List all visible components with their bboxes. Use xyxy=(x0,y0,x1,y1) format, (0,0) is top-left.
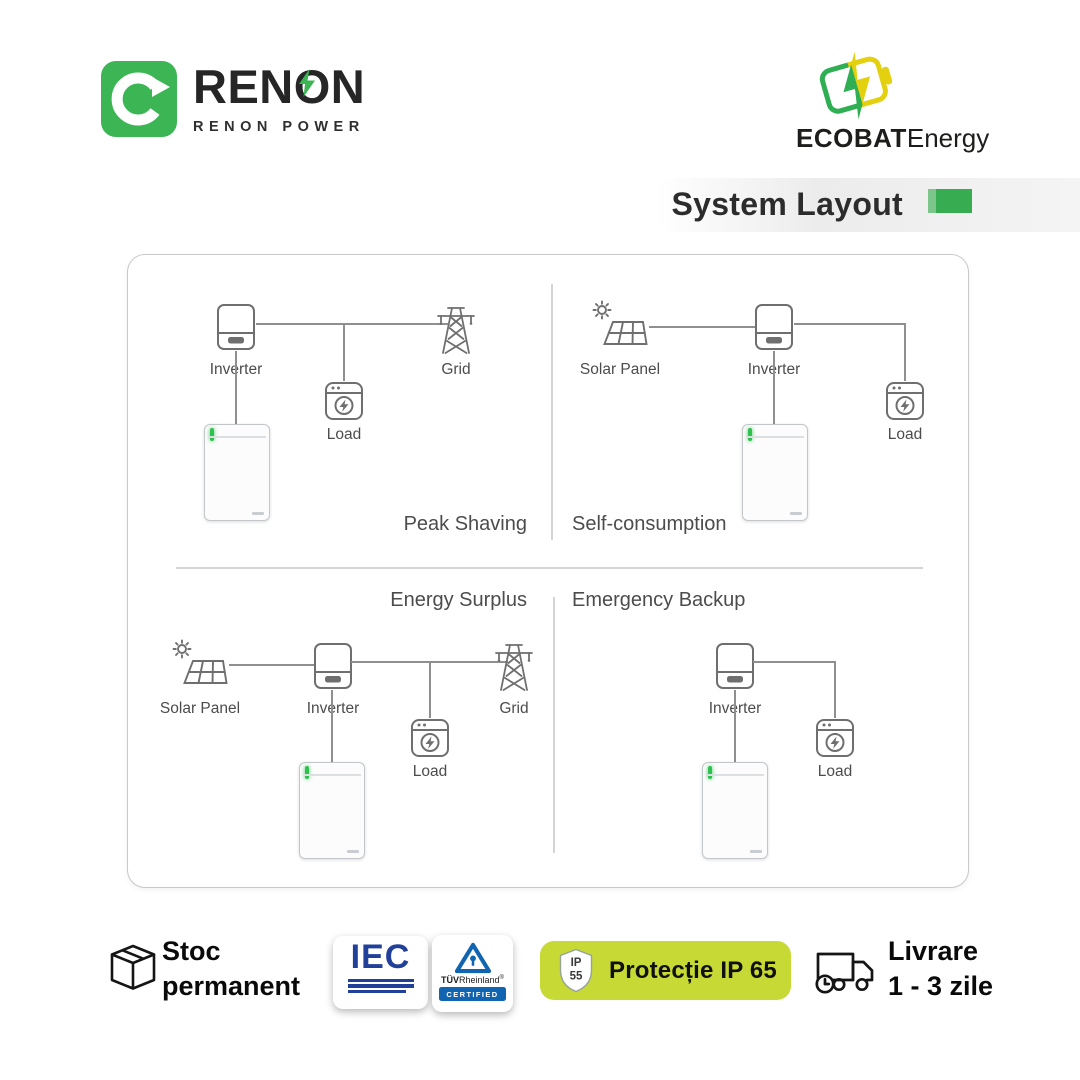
renon-tagline: RENON POWER xyxy=(193,119,365,135)
load-icon xyxy=(816,719,854,757)
connection-line xyxy=(734,690,736,762)
connection-line xyxy=(753,661,835,663)
ecobat-bold-text: ECOBAT xyxy=(796,123,907,153)
node-label-load: Load xyxy=(412,763,448,780)
connection-line xyxy=(343,323,345,381)
divider-horizontal xyxy=(176,567,923,569)
delivery-line2: 1 - 3 zile xyxy=(888,971,994,1001)
quadrant-caption-energy-surplus: Energy Surplus xyxy=(390,589,527,611)
battery-lid-seam xyxy=(208,436,266,438)
grid-tower-icon xyxy=(437,307,475,354)
load-icon xyxy=(411,719,449,757)
node-label-solar: Solar Panel xyxy=(579,361,661,378)
tuv-brand-text: TÜVRheinland® xyxy=(441,975,504,985)
delivery-line1: Livrare xyxy=(888,936,979,966)
page-title: System Layout xyxy=(671,186,903,222)
delivery-badge-text: Livrare 1 - 3 zile xyxy=(888,934,993,1004)
inverter-icon xyxy=(716,643,754,689)
system-layout-panel xyxy=(127,254,969,888)
battery-lid-seam xyxy=(746,436,804,438)
battery-unit xyxy=(702,762,768,859)
iec-logo-bars xyxy=(347,976,414,994)
quadrant-caption-emergency-backup: Emergency Backup xyxy=(572,589,746,611)
connection-line xyxy=(229,664,315,666)
title-background-band xyxy=(656,178,1080,232)
divider-vertical-top xyxy=(551,284,553,540)
renon-logo: RENON RENON POWER xyxy=(100,60,365,138)
renon-wordmark: RENON xyxy=(193,60,366,113)
node-label-load: Load xyxy=(887,426,923,443)
ecobat-wordmark: ECOBATEnergy xyxy=(796,123,1006,154)
tuv-triangle-icon xyxy=(453,941,493,974)
solar-panel-icon xyxy=(592,300,648,345)
grid-tower-icon xyxy=(495,644,533,691)
battery-brand-mark xyxy=(750,850,762,853)
inverter-icon xyxy=(314,643,352,689)
node-label-load: Load xyxy=(817,763,853,780)
iec-certification-badge: IEC xyxy=(333,936,428,1009)
connection-line xyxy=(773,351,775,424)
ip-protection-badge: IP 55 Protecție IP 65 xyxy=(540,941,791,1000)
lightning-bolt-icon xyxy=(299,69,315,97)
connection-line xyxy=(649,326,756,328)
title-accent-square xyxy=(928,189,972,213)
renon-brand-text: RENON xyxy=(193,63,365,110)
quadrant-caption-self-consumption: Self-consumption xyxy=(572,513,727,535)
battery-lid-seam xyxy=(706,774,764,776)
battery-unit xyxy=(742,424,808,521)
connection-line xyxy=(834,661,836,718)
battery-brand-mark xyxy=(252,512,264,515)
ecobat-logo: ECOBATEnergy xyxy=(796,48,1006,154)
node-label-load: Load xyxy=(326,426,362,443)
quadrant-caption-peak-shaving: Peak Shaving xyxy=(403,513,527,535)
ip-shield-icon: IP 55 xyxy=(559,948,593,993)
iec-logo-text: IEC xyxy=(350,938,411,976)
node-label-inverter: Inverter xyxy=(306,700,360,717)
shield-ip-text: IP xyxy=(571,957,582,969)
load-icon xyxy=(325,382,363,420)
ecobat-light-text: Energy xyxy=(906,123,990,153)
battery-unit xyxy=(204,424,270,521)
package-box-icon xyxy=(110,944,156,990)
battery-brand-mark xyxy=(347,850,359,853)
battery-led xyxy=(708,766,712,779)
ecobat-battery-icon xyxy=(819,51,893,120)
connection-line xyxy=(794,323,905,325)
battery-lid-seam xyxy=(303,774,361,776)
ip-protection-label: Protecție IP 65 xyxy=(609,956,777,984)
stock-line1: Stoc xyxy=(162,936,221,966)
connection-line xyxy=(429,661,431,718)
battery-led xyxy=(305,766,309,779)
tuv-certification-badge: TÜVRheinland® CERTIFIED xyxy=(432,935,513,1012)
inverter-icon xyxy=(217,304,255,350)
stock-badge-text: Stoc permanent xyxy=(162,934,300,1004)
stock-line2: permanent xyxy=(162,971,301,1001)
solar-panel-icon xyxy=(172,639,228,684)
inverter-icon xyxy=(755,304,793,350)
battery-brand-mark xyxy=(790,512,802,515)
node-label-solar: Solar Panel xyxy=(159,700,241,717)
node-label-grid: Grid xyxy=(441,361,471,378)
node-label-grid: Grid xyxy=(499,700,529,717)
battery-led xyxy=(210,428,214,441)
connection-line xyxy=(235,351,237,424)
divider-vertical-bottom xyxy=(553,597,555,853)
tuv-certified-banner: CERTIFIED xyxy=(439,987,506,1001)
connection-line xyxy=(904,323,906,381)
connection-line xyxy=(256,323,448,325)
shield-rating-text: 55 xyxy=(570,971,583,983)
delivery-truck-icon xyxy=(815,952,874,994)
renon-logo-mark-icon xyxy=(101,61,177,137)
battery-unit xyxy=(299,762,365,859)
load-icon xyxy=(886,382,924,420)
connection-line xyxy=(331,690,333,762)
battery-led xyxy=(748,428,752,441)
